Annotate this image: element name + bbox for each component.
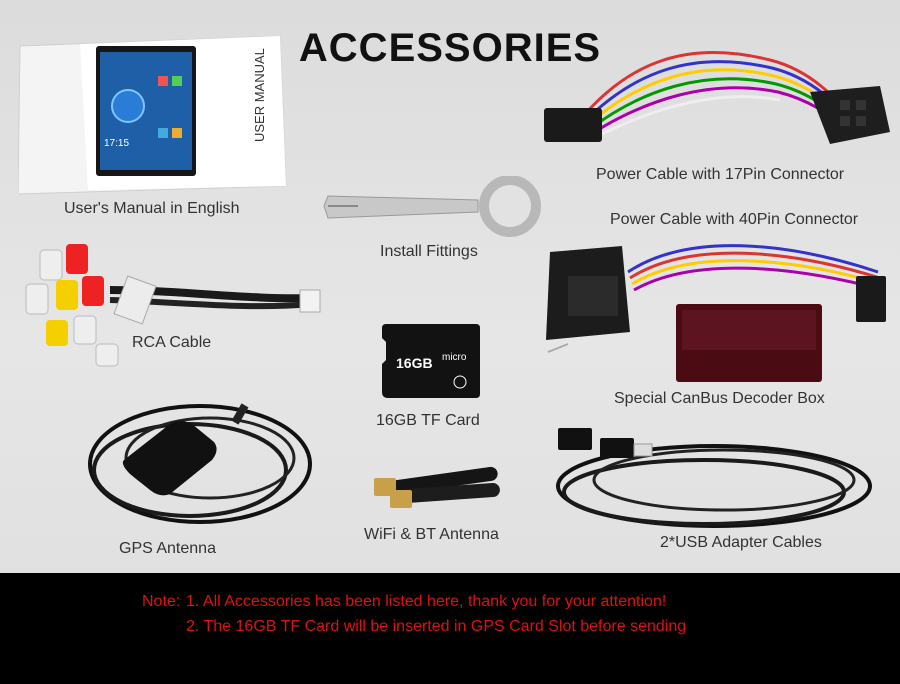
note-line-1: 1. All Accessories has been listed here,… <box>186 593 667 610</box>
page-title: ACCESSORIES <box>298 26 602 70</box>
note-footer: Note: 1. All Accessories has been listed… <box>0 573 900 684</box>
power-cable-17pin-image <box>540 40 895 170</box>
user-manual-image: USER MANUAL 17:15 <box>17 35 288 196</box>
wifi-bt-antenna-label: WiFi & BT Antenna <box>364 526 499 543</box>
rca-cable-label: RCA Cable <box>132 334 212 351</box>
gps-antenna-label: GPS Antenna <box>119 540 216 557</box>
power-cable-40pin-image <box>538 232 898 386</box>
tf-card-label: 16GB TF Card <box>376 412 480 429</box>
rca-cable-image <box>20 240 325 375</box>
wifi-bt-antenna-image <box>370 460 506 516</box>
gps-antenna-image <box>60 394 315 532</box>
tf-card-image: 16GB micro <box>380 324 482 398</box>
usb-adapter-cables-image <box>544 420 874 532</box>
install-fittings-image <box>318 175 558 240</box>
power-cable-17pin-label: Power Cable with 17Pin Connector <box>596 166 845 183</box>
power-cable-40pin-label: Power Cable with 40Pin Connector <box>610 211 859 228</box>
canbus-box-label: Special CanBus Decoder Box <box>614 390 825 407</box>
tf-card-brand: micro <box>442 352 467 363</box>
install-fittings-label: Install Fittings <box>380 243 478 260</box>
manual-clock-text: 17:15 <box>104 138 129 149</box>
tf-card-text: 16GB <box>396 355 433 371</box>
user-manual-label: User's Manual in English <box>64 200 240 217</box>
manual-cover-text: USER MANUAL <box>252 48 267 142</box>
note-label: Note: <box>142 593 181 610</box>
note-line-2: 2. The 16GB TF Card will be inserted in … <box>186 618 687 635</box>
usb-adapter-cables-label: 2*USB Adapter Cables <box>660 534 822 551</box>
